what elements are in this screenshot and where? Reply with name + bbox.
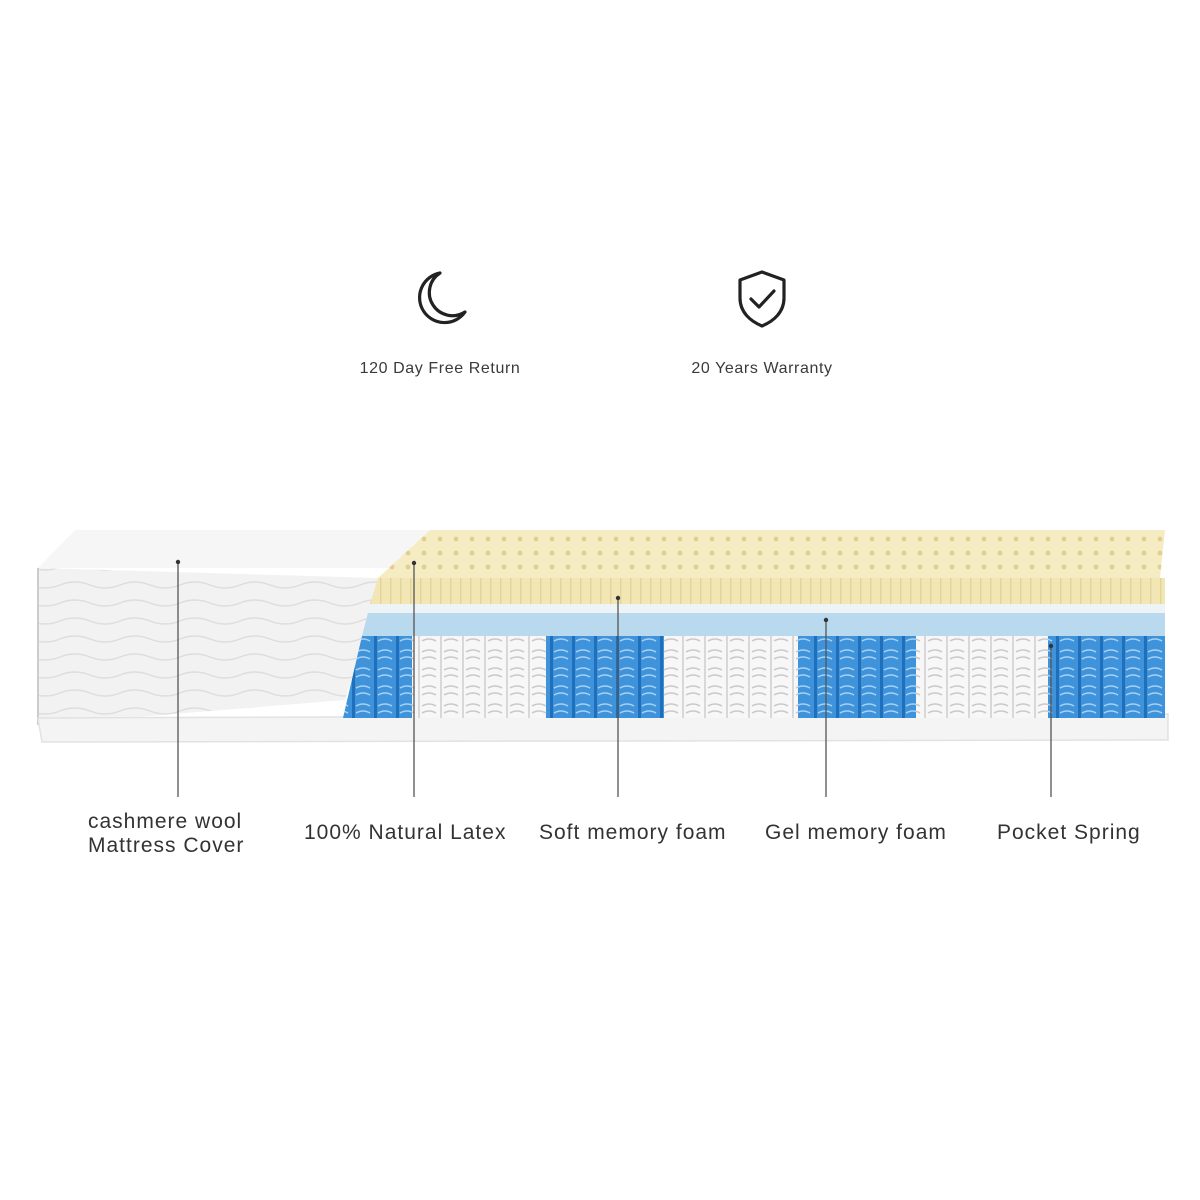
moon-icon (418, 271, 467, 325)
callout-lines (175, 559, 1054, 797)
spring-block (916, 636, 1048, 718)
gel-foam-layer (362, 613, 1165, 636)
cover-label-line1: cashmere wool (88, 810, 243, 833)
cover-front-face (38, 568, 378, 725)
cover-label: cashmere wool Mattress Cover (88, 810, 244, 858)
cover-label-line2: Mattress Cover (88, 834, 245, 857)
pocket-spring-layer (343, 636, 1165, 718)
spring-block (1048, 636, 1165, 718)
spring-block (412, 636, 546, 718)
mattress-base-band (37, 713, 1169, 743)
pocket-spring-label: Pocket Spring (997, 821, 1141, 844)
free-return-feature: 120 Day Free Return (320, 268, 560, 378)
latex-label: 100% Natural Latex (304, 821, 507, 844)
latex-layer (370, 578, 1165, 604)
soft-foam-layer (368, 604, 1165, 613)
soft-foam-label: Soft memory foam (539, 821, 727, 844)
warranty-feature: 20 Years Warranty (642, 268, 882, 378)
gel-foam-label: Gel memory foam (765, 821, 947, 844)
warranty-label: 20 Years Warranty (691, 360, 833, 377)
spring-block (798, 636, 916, 718)
shield-check-icon (738, 270, 786, 328)
latex-top-surface (378, 530, 1165, 578)
free-return-label: 120 Day Free Return (359, 360, 521, 377)
spring-block (664, 636, 798, 718)
spring-block (343, 636, 412, 718)
spring-block (546, 636, 664, 718)
